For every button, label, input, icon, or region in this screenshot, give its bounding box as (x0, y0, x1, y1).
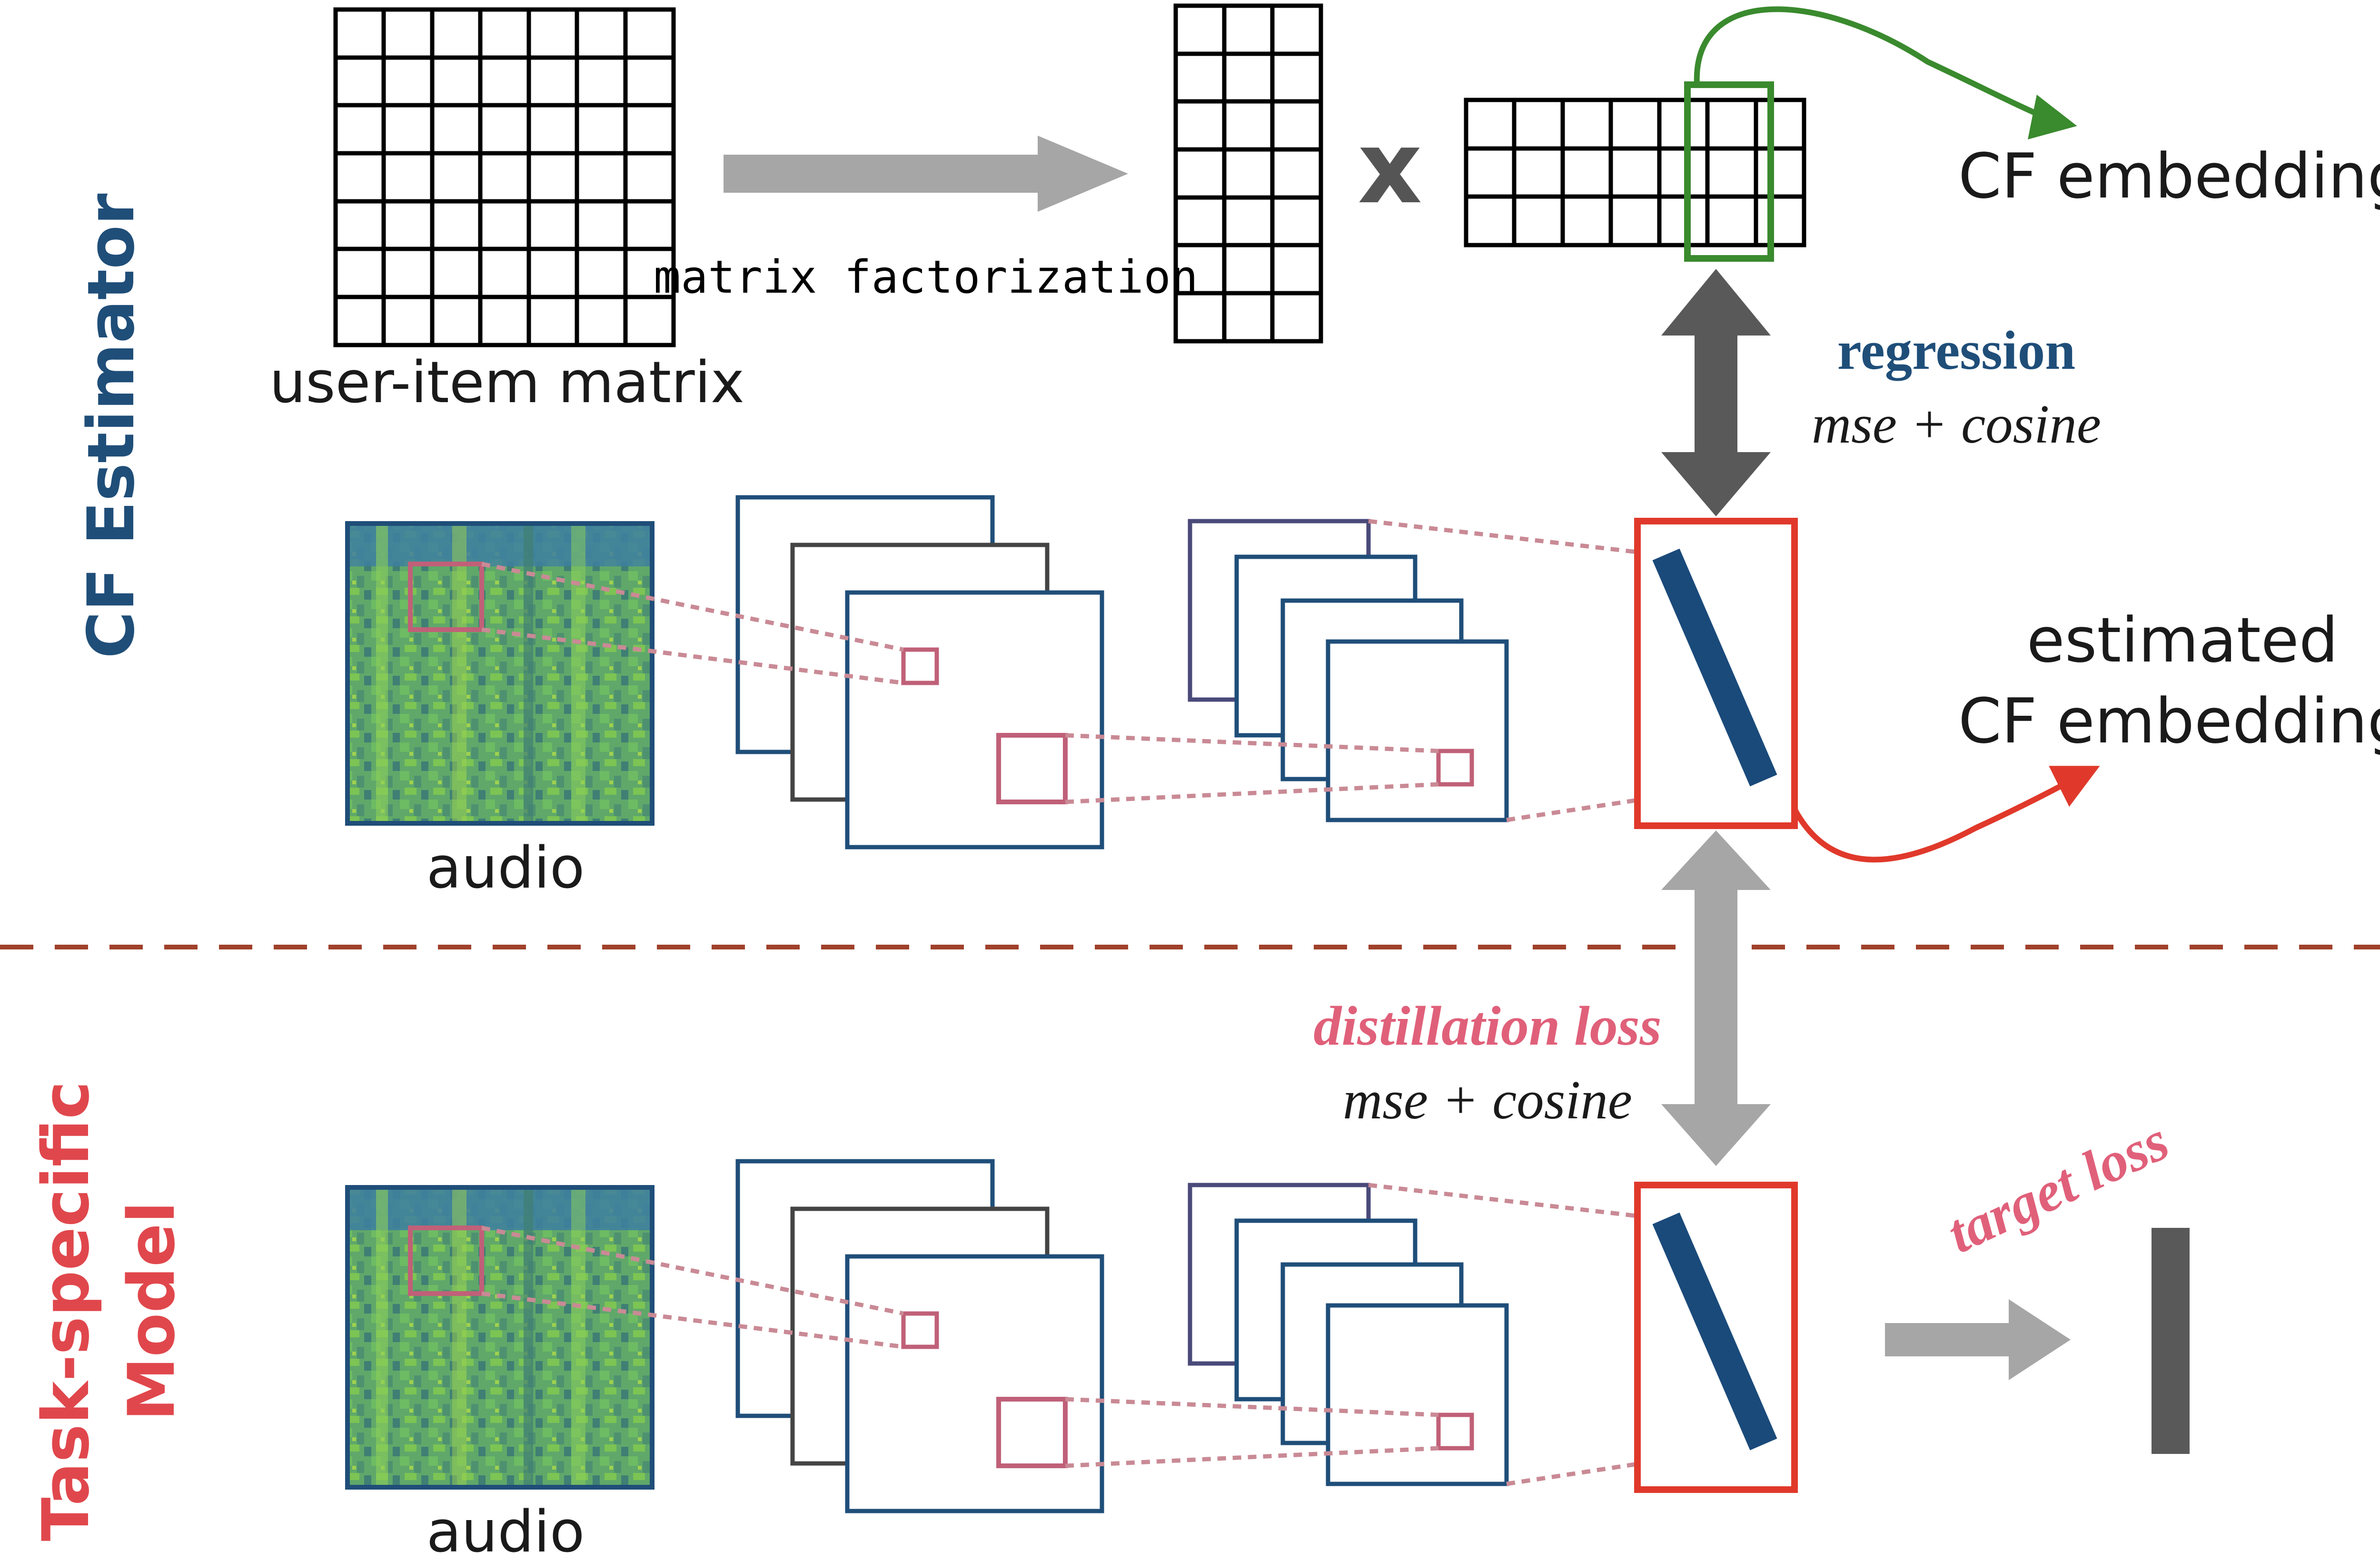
regression-loss-formula: mse + cosine (1812, 394, 2101, 454)
distillation-arrow (1661, 830, 1771, 1166)
factorization-arrow (724, 136, 1128, 212)
cf-embedding-highlight (1684, 81, 1774, 262)
task-embedding-bar (1652, 1212, 1777, 1451)
estimated-embedding-arrow (1792, 766, 2100, 863)
regression-label: regression (1837, 320, 2075, 381)
output-arrow (1885, 1299, 2071, 1380)
section-label-task-specific: Task-specific (29, 1081, 103, 1541)
cf-estimator-pipeline: audio (345, 495, 1798, 901)
user-item-matrix-label: user-item matrix (269, 350, 744, 416)
task-output-bar (2152, 1228, 2190, 1454)
cf-embedding-label: CF embedding (1958, 140, 2380, 212)
audio-spectrogram-top (345, 521, 654, 826)
estimated-label-line2: CF embedding (1958, 685, 2380, 757)
audio-label-bottom: audio (426, 1499, 585, 1561)
regression-arrow (1661, 269, 1771, 516)
estimated-label-line1: estimated (2027, 604, 2339, 676)
section-label-cf-estimator: CF Estimator (74, 193, 149, 659)
audio-spectrogram-bottom (345, 1185, 654, 1490)
distillation-loss-label: distillation loss (1313, 995, 1661, 1057)
item-factor-matrix (1464, 98, 1806, 247)
matrix-factorization-label: matrix factorization (654, 251, 1198, 304)
multiply-sign: x (1358, 109, 1422, 226)
section-label-model: Model (114, 1201, 189, 1421)
user-factor-matrix (1173, 3, 1323, 344)
distillation-loss-formula: mse + cosine (1343, 1070, 1632, 1130)
cf-embedding-arrow (1694, 6, 2077, 139)
estimated-embedding-bar (1652, 548, 1777, 787)
target-loss-label: target loss (1938, 1109, 2178, 1265)
user-item-matrix (333, 7, 676, 347)
audio-label-top: audio (426, 835, 585, 901)
task-specific-pipeline: audio (345, 1159, 1798, 1561)
